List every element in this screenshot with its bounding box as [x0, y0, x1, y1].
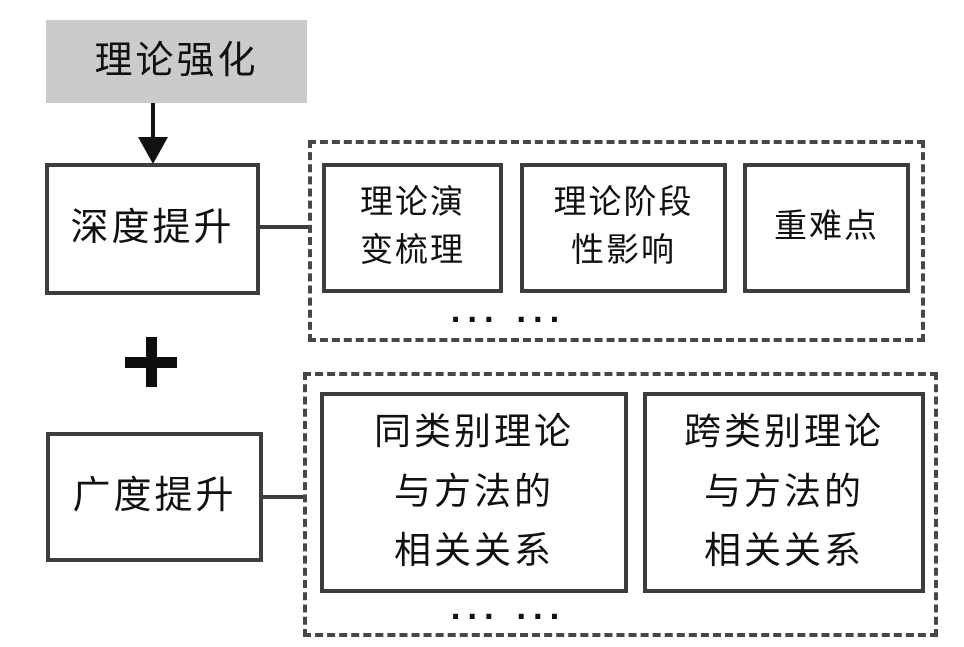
connector-depth [258, 225, 310, 229]
node-theory-stage-impact: 理论阶段 性影响 [520, 163, 727, 293]
connector-breadth [261, 495, 305, 499]
node-theory-evolution: 理论演 变梳理 [322, 163, 503, 293]
node-key-difficulties-label: 重难点 [774, 209, 879, 246]
node-theory-reinforcement-label: 理论强化 [94, 39, 259, 82]
node-theory-reinforcement: 理论强化 [46, 20, 307, 103]
node-theory-evolution-label: 理论演 变梳理 [360, 185, 465, 269]
plus-icon [125, 337, 177, 387]
node-depth-improvement-label: 深度提升 [70, 207, 235, 250]
node-cross-category-relation-label: 跨类别理论 与方法的 相关关系 [684, 411, 884, 573]
node-key-difficulties: 重难点 [743, 163, 910, 293]
node-breadth-improvement: 广度提升 [46, 432, 263, 562]
node-same-category-relation-label: 同类别理论 与方法的 相关关系 [374, 411, 574, 573]
ellipsis-top: ... ... [450, 296, 566, 329]
node-theory-stage-impact-label: 理论阶段 性影响 [553, 185, 694, 269]
node-depth-improvement: 深度提升 [45, 163, 260, 295]
group-depth-details [308, 140, 925, 342]
node-same-category-relation: 同类别理论 与方法的 相关关系 [320, 392, 628, 593]
node-cross-category-relation: 跨类别理论 与方法的 相关关系 [643, 392, 925, 593]
group-breadth-details [303, 372, 938, 637]
ellipsis-bottom: ... ... [450, 593, 566, 626]
node-breadth-improvement-label: 广度提升 [72, 475, 237, 518]
